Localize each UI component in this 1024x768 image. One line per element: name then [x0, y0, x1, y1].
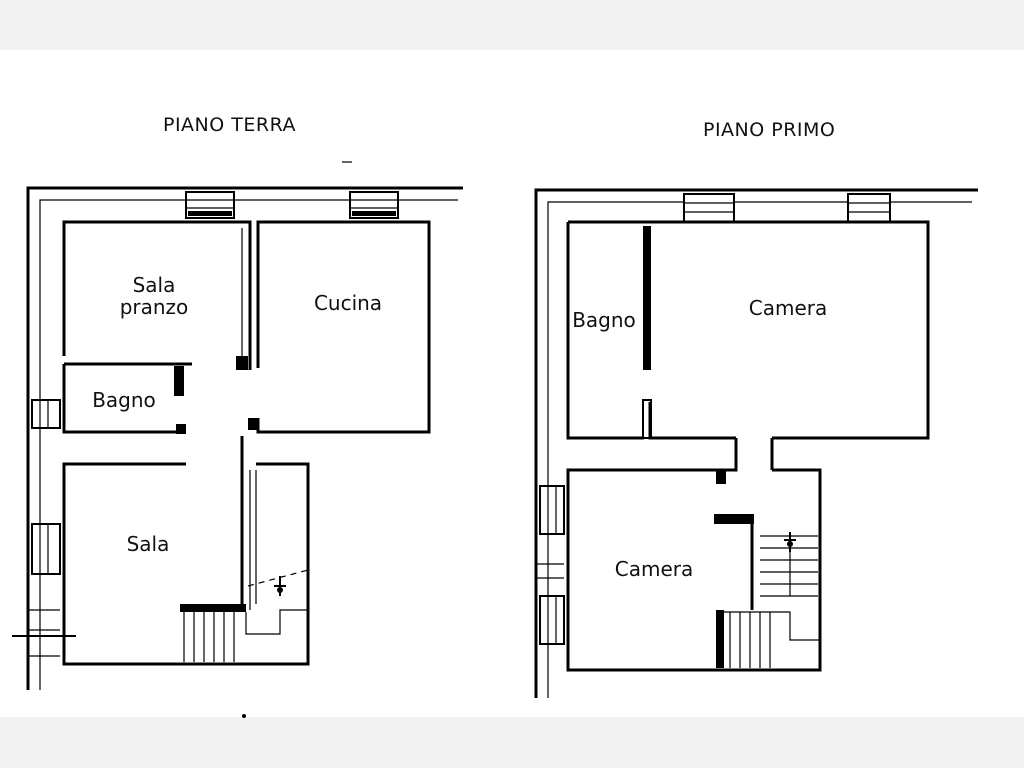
room-label-camera: Camera [748, 296, 828, 320]
room-camera-walls [566, 438, 822, 672]
window-symbol [539, 485, 565, 535]
room-cucina-walls [256, 220, 431, 434]
window-symbol [31, 523, 61, 575]
room-sala-pranzo-walls [62, 220, 252, 370]
room-label-line: pranzo [119, 295, 189, 319]
window-symbol [31, 399, 61, 429]
drawing-sheet [0, 50, 1024, 717]
room-label-bagno: Bagno [572, 308, 636, 332]
window-symbol [539, 595, 565, 645]
ground-outer-boundary [26, 186, 463, 690]
room-label-sala: Sala [126, 532, 170, 556]
ground-floor-plan [12, 161, 463, 718]
room-label-bagno: Bagno [92, 388, 156, 412]
staircase [180, 569, 309, 662]
floor-title-piano-terra: PIANO TERRA [163, 114, 297, 136]
room-sala-walls [62, 462, 310, 666]
first-floor-plan [534, 188, 978, 698]
floor-title-piano-primo: PIANO PRIMO [703, 119, 836, 141]
room-label-camera: Camera [614, 557, 694, 581]
window-symbol [683, 193, 735, 223]
room-label-line: Sala [132, 273, 176, 297]
window-symbol [185, 191, 235, 219]
room-bagno-walls [62, 362, 192, 434]
room-label-cucina: Cucina [313, 291, 383, 315]
staircase [716, 532, 820, 668]
window-symbol [349, 191, 399, 219]
first-outer-boundary [534, 188, 978, 698]
room-label-sala-pranzo: Sala pranzo [108, 274, 200, 318]
window-symbol [847, 193, 891, 223]
